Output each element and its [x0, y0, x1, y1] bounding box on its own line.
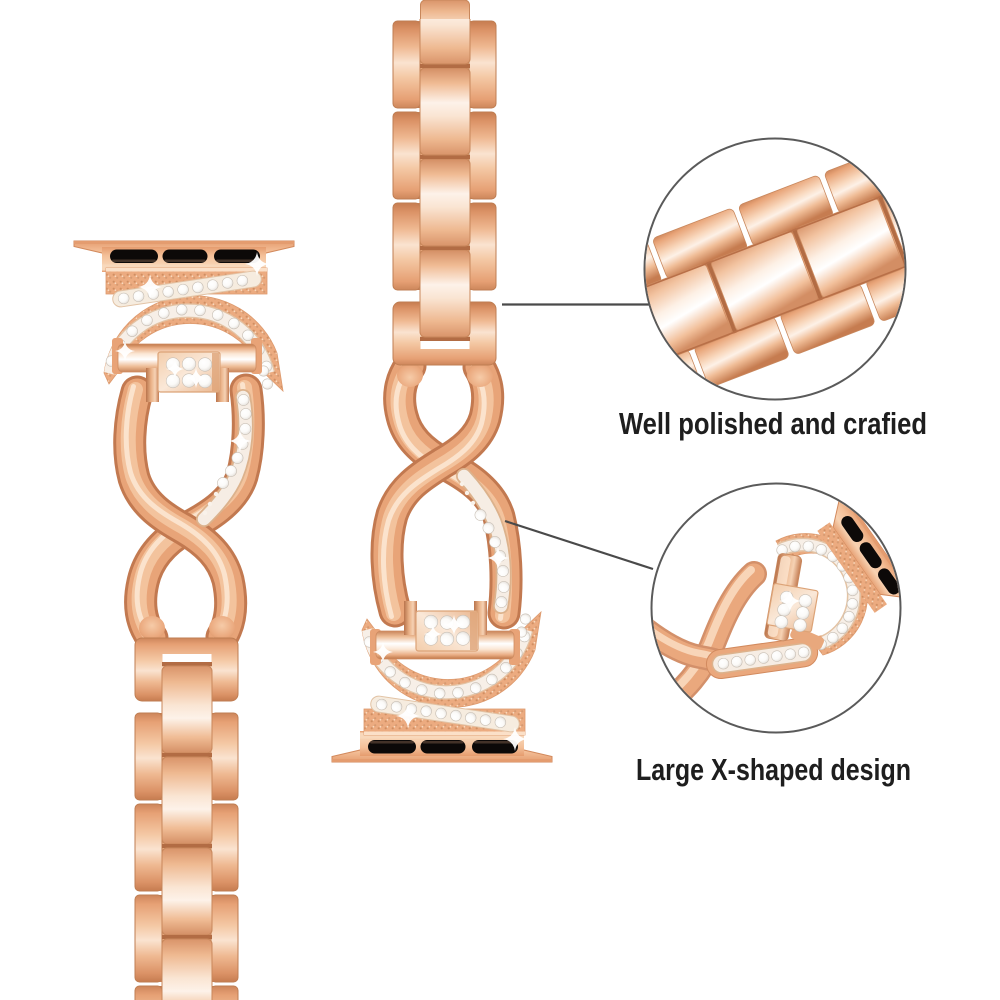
- svg-text:Well polished and crafied: Well polished and crafied: [619, 406, 927, 441]
- svg-text:Large X-shaped design: Large X-shaped design: [636, 752, 911, 787]
